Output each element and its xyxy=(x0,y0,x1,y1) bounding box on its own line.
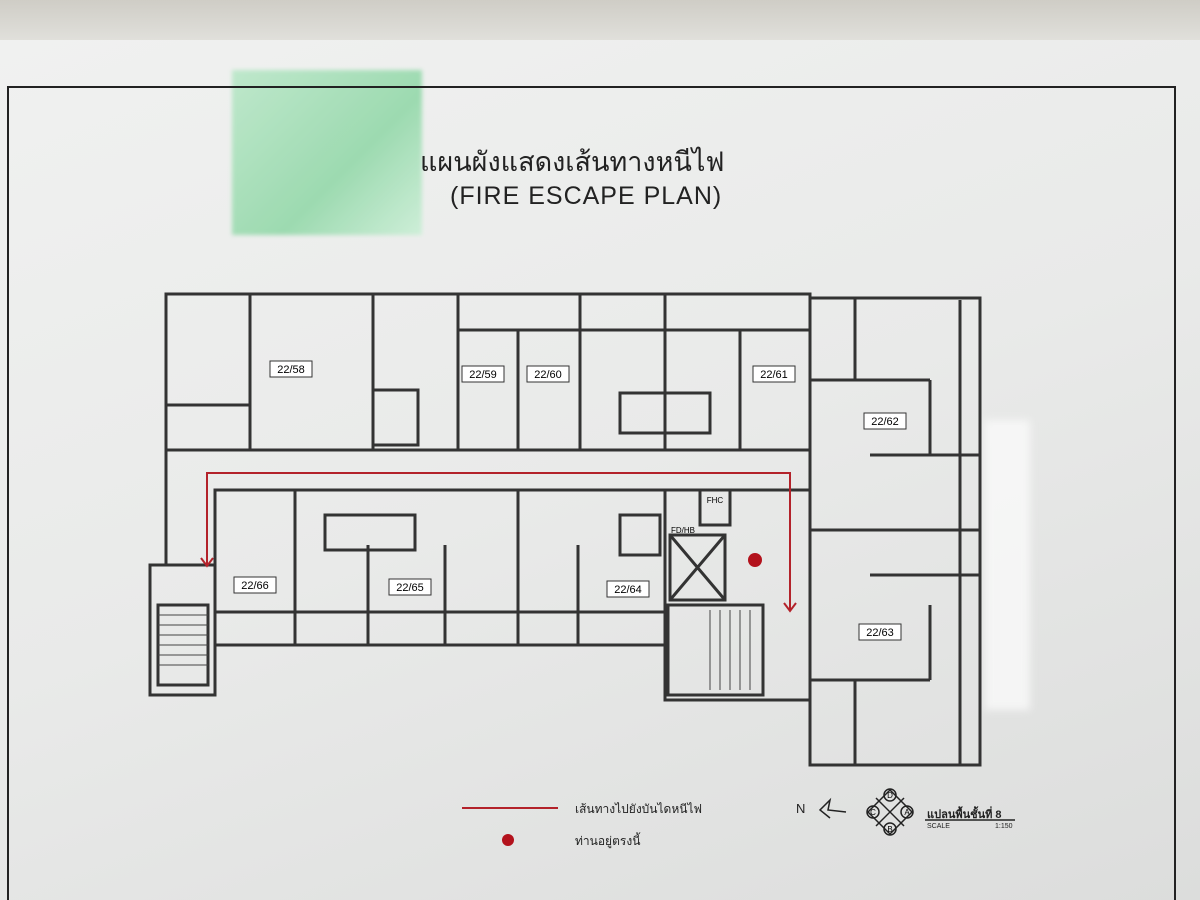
svg-text:22/64: 22/64 xyxy=(614,584,642,596)
fhc-label: FHC xyxy=(707,496,724,505)
svg-text:22/63: 22/63 xyxy=(866,627,894,639)
glare-reflection-right xyxy=(985,420,1030,710)
walls xyxy=(148,292,982,767)
scale-value: 1:150 xyxy=(995,823,1013,830)
glare-reflection xyxy=(232,70,422,235)
legend-route-label: เส้นทางไปยังบันไดหนีไฟ xyxy=(575,802,702,816)
svg-text:22/65: 22/65 xyxy=(396,582,424,594)
room-22-61: 22/61 xyxy=(752,365,796,383)
room-22-66: 22/66 xyxy=(233,576,277,594)
room-22-63: 22/63 xyxy=(858,623,902,641)
north-arrow-icon xyxy=(818,797,847,819)
svg-text:22/66: 22/66 xyxy=(241,580,269,592)
room-labels: 22/58 22/59 22/60 22/61 22/62 22/63 22/6… xyxy=(233,360,907,641)
compass-a: A xyxy=(904,808,910,817)
room-22-65: 22/65 xyxy=(388,578,432,596)
room-22-58: 22/58 xyxy=(269,360,313,378)
compass-c: C xyxy=(870,808,876,817)
you-are-here-dot xyxy=(748,553,762,567)
title-thai: แผนผังแสดงเส้นทางหนีไฟ xyxy=(420,147,725,177)
fd-hb-label: FD/HB xyxy=(671,526,695,535)
escape-route xyxy=(200,472,797,613)
svg-text:22/62: 22/62 xyxy=(871,416,899,428)
sign-border xyxy=(7,86,1176,900)
svg-text:22/58: 22/58 xyxy=(277,364,305,376)
room-22-59: 22/59 xyxy=(461,365,505,383)
title-english: (FIRE ESCAPE PLAN) xyxy=(450,182,723,210)
svg-text:22/59: 22/59 xyxy=(469,369,497,381)
stair-treads xyxy=(158,610,751,690)
compass-d: D xyxy=(887,791,893,800)
scale-label: SCALE xyxy=(927,823,950,830)
legend-you-are-here-label: ท่านอยู่ตรงนี้ xyxy=(575,834,641,848)
north-label: N xyxy=(796,801,806,816)
floor-plan-label: แปลนพื้นชั้นที่ 8 xyxy=(927,809,1002,821)
room-22-64: 22/64 xyxy=(606,580,650,598)
legend-dot xyxy=(502,834,514,846)
svg-text:22/60: 22/60 xyxy=(534,369,562,381)
section-compass-icon xyxy=(866,788,914,836)
room-22-60: 22/60 xyxy=(526,365,570,383)
compass-b: B xyxy=(887,825,892,834)
room-22-62: 22/62 xyxy=(863,412,907,430)
svg-text:22/61: 22/61 xyxy=(760,369,788,381)
